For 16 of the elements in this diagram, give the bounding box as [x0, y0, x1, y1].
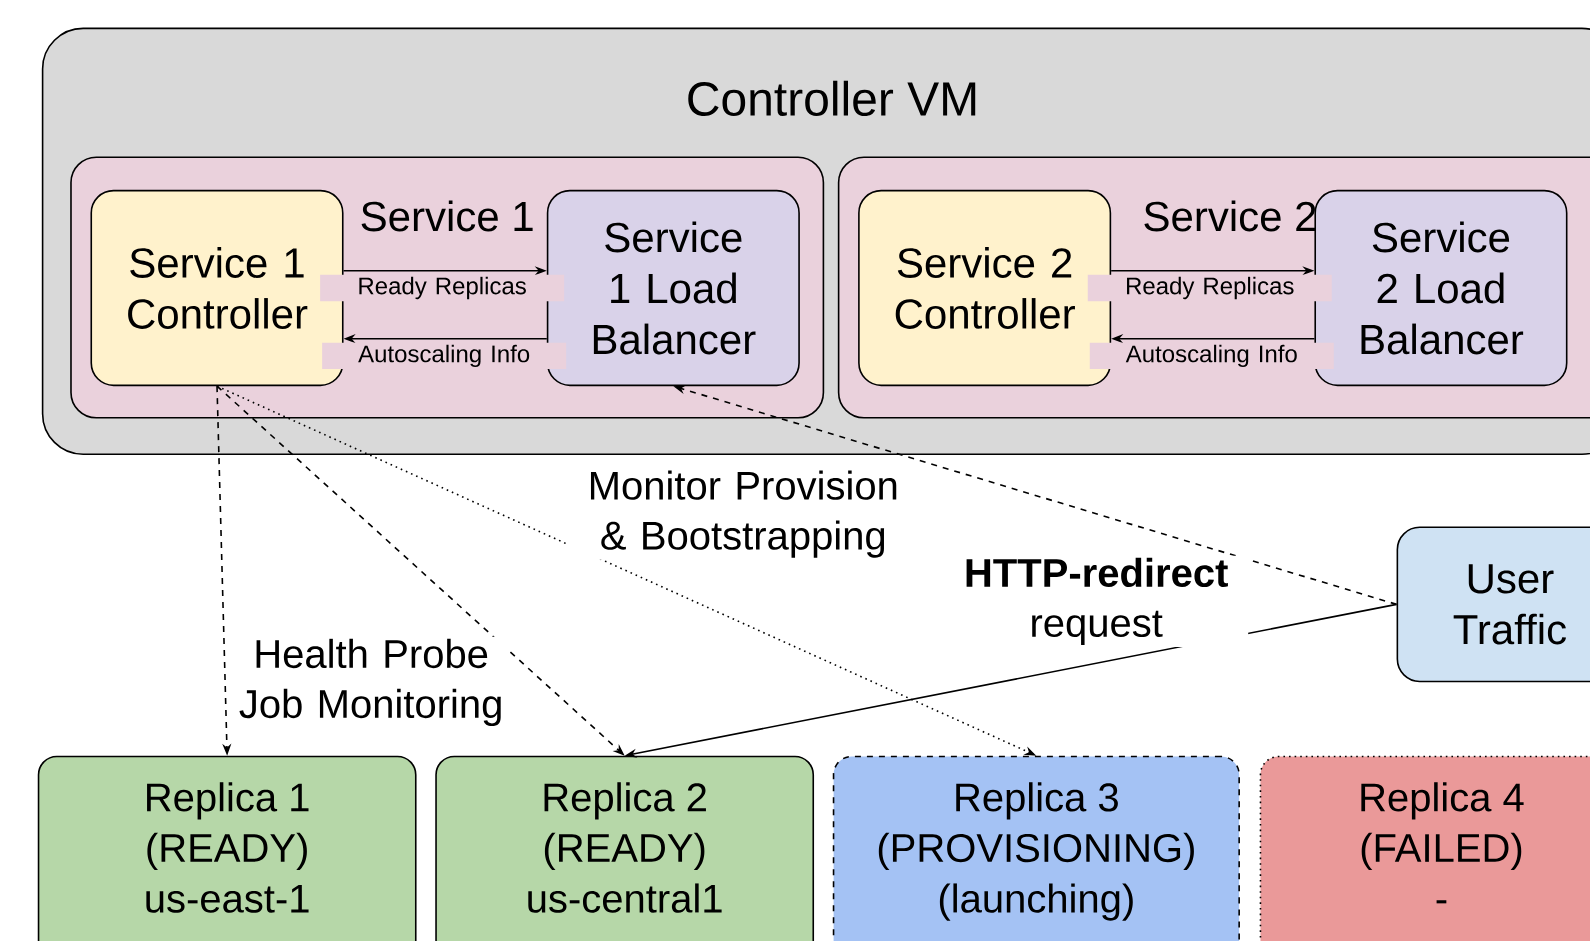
edge-label: Ready Replicas	[1087, 274, 1332, 302]
component-box: User Traffic	[1396, 526, 1590, 683]
edge-label: Ready Replicas	[320, 274, 565, 302]
edge-label: Autoscaling Info	[322, 342, 567, 370]
replica-box: Replica 3 (PROVISIONING) (launching)	[832, 755, 1240, 941]
component-box: Service 2 Controller	[858, 189, 1112, 387]
edge-label: Health Probe Job Monitoring	[233, 636, 510, 729]
edge-label: HTTP-redirect request	[944, 555, 1249, 647]
edge-label: Autoscaling Info	[1089, 342, 1334, 370]
replica-box: Replica 2 (READY) us-central1	[435, 755, 815, 941]
edge-label: Monitor Provision & Bootstrapping	[566, 468, 921, 560]
replica-box: Replica 4 (FAILED) -	[1259, 755, 1590, 941]
component-box: Service 1 Load Balancer	[546, 189, 800, 387]
component-box: Service 2 Load Balancer	[1314, 189, 1568, 387]
component-box: Service 1 Controller	[90, 189, 344, 387]
replica-box: Replica 1 (READY) us-east-1	[37, 755, 417, 941]
